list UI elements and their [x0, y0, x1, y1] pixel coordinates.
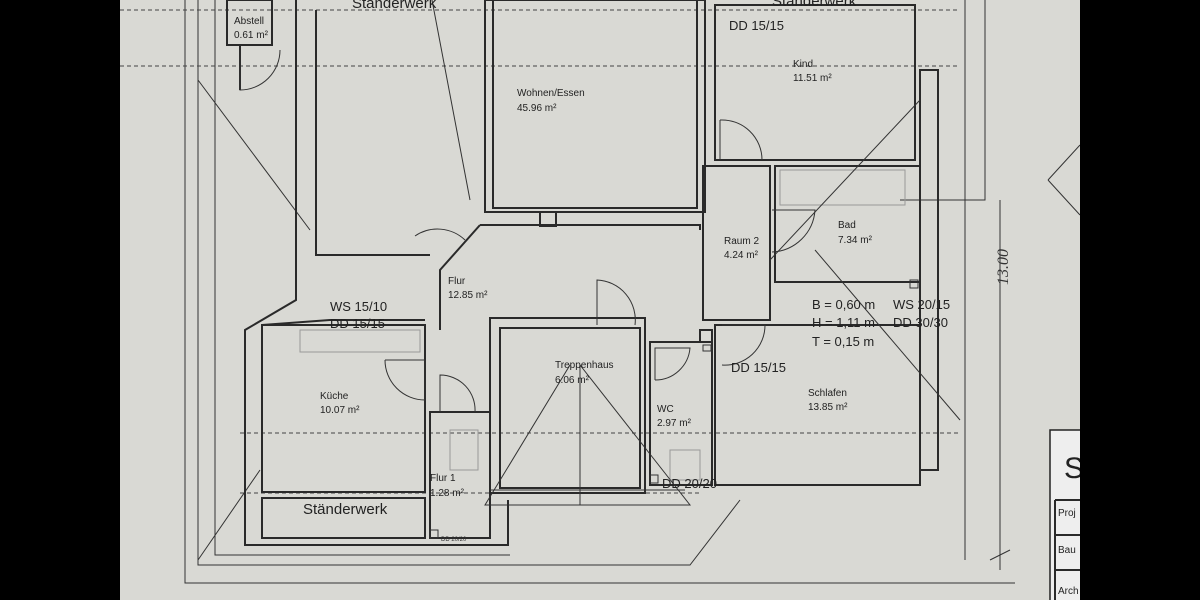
title-block: S Proj Bau Arch — [1049, 429, 1080, 600]
chimney-marker — [702, 344, 712, 352]
title-block-row: Proj — [1058, 508, 1076, 519]
floor-plan-paper: Abstell 0.61 m² Wohnen/Essen 45.96 m² Ki… — [120, 0, 1080, 600]
dashed-lines — [120, 9, 960, 494]
window-depth: T = 0,15 m — [812, 334, 874, 349]
site-outline — [184, 0, 1080, 584]
room-name-wc: WC — [657, 404, 674, 415]
staenderwerk-label: Ständerwerk — [772, 0, 857, 10]
walls — [226, 0, 939, 546]
staenderwerk-label: Ständerwerk — [352, 0, 437, 12]
room-area-flur1: 1.28 m² — [430, 488, 465, 499]
room-area-kueche: 10.07 m² — [320, 405, 360, 416]
room-name-raum2: Raum 2 — [724, 236, 759, 247]
window-height: H = 1,11 m — [812, 315, 875, 330]
room-name-wohnen: Wohnen/Essen — [517, 88, 585, 99]
room-name-schlafen: Schlafen — [808, 388, 847, 399]
staenderwerk-label: Ständerwerk — [303, 501, 388, 518]
room-name-abstell: Abstell — [234, 16, 264, 27]
room-name-flur1: Flur 1 — [430, 473, 456, 484]
room-name-kind: Kind — [793, 59, 813, 70]
room-area-raum2: 4.24 m² — [724, 250, 759, 261]
room-labels: Abstell 0.61 m² Wohnen/Essen 45.96 m² Ki… — [234, 16, 873, 499]
chimney-marker — [649, 474, 659, 484]
dimension-label: 13.00 — [995, 249, 1012, 285]
room-area-kind: 11.51 m² — [793, 73, 832, 84]
chimney-label: DD 15/15 — [330, 316, 385, 331]
room-area-schlafen: 13.85 m² — [808, 402, 848, 413]
room-name-treppenhaus: Treppenhaus — [555, 360, 614, 371]
room-area-flur: 12.85 m² — [448, 290, 488, 301]
room-name-bad: Bad — [838, 220, 856, 231]
window-width: B = 0,60 m — [812, 297, 875, 312]
room-area-wc: 2.97 m² — [657, 418, 692, 429]
room-area-bad: 7.34 m² — [838, 235, 873, 246]
room-name-kueche: Küche — [320, 391, 349, 402]
chimney-marker — [909, 279, 919, 289]
chimney-label: DD 30/30 — [893, 315, 948, 330]
room-area-abstell: 0.61 m² — [234, 30, 269, 41]
room-area-wohnen: 45.96 m² — [517, 103, 557, 114]
stair-lines — [431, 0, 961, 506]
title-block-row: Arch — [1058, 586, 1079, 597]
chimney-label: DD 20/20 — [441, 537, 467, 543]
title-block-row: Bau — [1058, 545, 1076, 556]
window-label: WS 20/15 — [893, 297, 950, 312]
doors — [239, 49, 906, 481]
room-name-flur: Flur — [448, 276, 466, 287]
chimney-marker — [429, 529, 439, 539]
floor-plan: Abstell 0.61 m² Wohnen/Essen 45.96 m² Ki… — [120, 0, 1080, 600]
chimney-label: DD 20/20 — [662, 476, 717, 491]
title-block-mark: S — [1064, 452, 1080, 485]
chimney-label: DD 15/15 — [731, 360, 786, 375]
room-area-treppenhaus: 6.06 m² — [555, 375, 590, 386]
chimney-label: DD 15/15 — [729, 18, 784, 33]
window-label: WS 15/10 — [330, 299, 387, 314]
annotations: Ständerwerk Ständerwerk Ständerwerk DD 1… — [303, 0, 1012, 543]
